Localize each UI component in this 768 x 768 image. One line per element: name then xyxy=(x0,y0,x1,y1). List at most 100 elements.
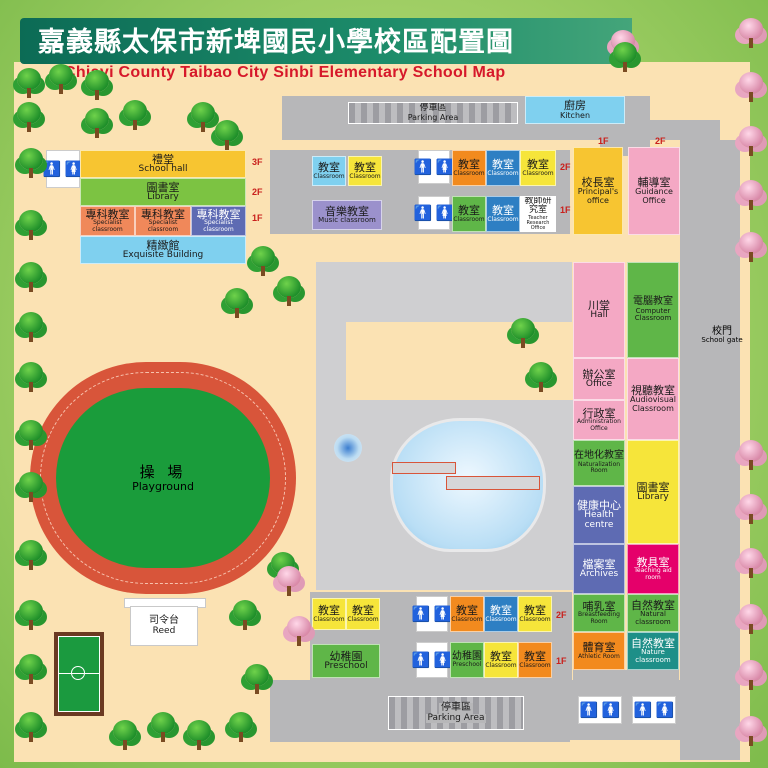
principals-office[interactable]: 校長室 Principal's office xyxy=(573,147,623,235)
guidance-label-zh: 輔導室 xyxy=(637,175,671,189)
administration-office[interactable]: 行政室 Administration Office xyxy=(573,400,625,440)
health-centre[interactable]: 健康中心 Health centre xyxy=(573,486,625,544)
classroom-n7-label-zh: 教室 xyxy=(492,204,514,218)
audiovisual-classroom[interactable]: 視聽教室 Audiovisual Classroom xyxy=(627,358,679,440)
athletic-room[interactable]: 體育室 Athletic Room xyxy=(573,632,625,670)
small-fountain xyxy=(334,434,362,462)
naturalization-room[interactable]: 在地化教室 Naturalization Room xyxy=(573,440,625,486)
male-restroom-icon: 🚹 xyxy=(42,160,62,178)
breastfeeding-room[interactable]: 哺乳室 Breastfeeding Room xyxy=(573,594,625,632)
athletic-label-zh: 體育室 xyxy=(582,641,616,655)
restroom-south-upper[interactable]: 🚹🚺 xyxy=(412,596,452,632)
guidance-label-en: Guidance Office xyxy=(635,187,673,205)
teacher-research-office[interactable]: 教師研究室 Teacher Research Office xyxy=(520,196,556,232)
specialist-classroom-2[interactable]: 專科教室 Specialist classroom xyxy=(135,206,191,236)
teaching-aid-room[interactable]: 教具室 Teaching aid room xyxy=(627,544,679,594)
classroom-n4[interactable]: 教室 Classroom xyxy=(486,150,520,186)
floor-1f-south: 1F xyxy=(556,656,567,666)
restroom-east-1[interactable]: 🚹🚺 xyxy=(578,696,622,724)
classroom-s3-label-en: Classroom xyxy=(451,615,483,623)
teaching-aid-label-zh: 教具室 xyxy=(636,555,670,569)
restroom-west[interactable]: 🚹🚺 xyxy=(42,150,83,188)
preschool-classroom[interactable]: 幼稚園 Preschool xyxy=(450,642,484,678)
classroom-s1[interactable]: 教室 Classroom xyxy=(312,598,346,630)
classroom-s6-label-zh: 教室 xyxy=(490,650,512,664)
reed-label-en: Reed xyxy=(152,625,176,636)
classroom-s2-label-en: Classroom xyxy=(347,615,379,623)
teacher-research-label-zh: 教師研究室 xyxy=(524,196,552,216)
classroom-n7[interactable]: 教室 Classroom xyxy=(486,196,520,232)
specialist-2-label-zh: 專科教室 xyxy=(141,207,185,221)
classroom-s5-label-en: Classroom xyxy=(519,615,551,623)
fountain-bridge xyxy=(392,462,456,474)
court-circle xyxy=(71,666,85,680)
specialist-classroom-1[interactable]: 專科教室 Specialist classroom xyxy=(80,206,135,236)
classroom-n1[interactable]: 教室 Classroom xyxy=(312,156,346,186)
east-drive xyxy=(680,140,740,760)
music-classroom[interactable]: 音樂教室 Music classroom xyxy=(312,200,382,230)
classroom-s6[interactable]: 教室 Classroom xyxy=(484,642,518,678)
archives-label-zh: 檔案室 xyxy=(582,557,616,571)
archives[interactable]: 檔案室 Archives xyxy=(573,544,625,594)
kitchen[interactable]: 廚房 Kitchen xyxy=(525,96,625,124)
classroom-n5-label-en: Classroom xyxy=(522,169,554,177)
nature-classroom-label-zh: 自然教室 xyxy=(631,636,675,650)
preschool[interactable]: 幼稚園 Preschool xyxy=(312,644,380,678)
classroom-n3[interactable]: 教室 Classroom xyxy=(452,150,486,186)
library-west[interactable]: 圖書室 Library xyxy=(80,178,246,206)
classroom-n5[interactable]: 教室 Classroom xyxy=(520,150,556,186)
nature-classroom[interactable]: 自然教室 Nature classroom xyxy=(627,632,679,670)
classroom-s5[interactable]: 教室 Classroom xyxy=(518,596,552,632)
floor-1f-east: 1F xyxy=(598,136,609,146)
classroom-n7-label-en: Classroom xyxy=(487,215,519,223)
hall[interactable]: 川堂 Hall xyxy=(573,262,625,358)
classroom-s5-label-zh: 教室 xyxy=(524,604,546,618)
tree-icon xyxy=(510,318,536,348)
preschool-label-en: Preschool xyxy=(324,661,368,672)
natural-classroom-label-en: Natural classroom xyxy=(635,610,671,626)
tree-icon xyxy=(18,312,44,342)
restroom-north-lower[interactable]: 🚹🚺 xyxy=(414,196,454,230)
classroom-s7[interactable]: 教室 Classroom xyxy=(518,642,552,678)
library-east[interactable]: 圖書室 Library xyxy=(627,440,679,544)
office[interactable]: 辦公室 Office xyxy=(573,358,625,400)
female-restroom-icon: 🚺 xyxy=(435,158,455,176)
classroom-s3-label-zh: 教室 xyxy=(456,604,478,618)
classroom-s1-label-en: Classroom xyxy=(313,615,345,623)
classroom-s3[interactable]: 教室 Classroom xyxy=(450,596,484,632)
female-restroom-icon: 🚺 xyxy=(433,605,453,623)
classroom-s2-label-zh: 教室 xyxy=(352,604,374,618)
exquisite-label-zh: 精緻館 xyxy=(146,238,180,252)
reed-stage[interactable]: 司令台 Reed xyxy=(130,606,198,646)
restroom-south-lower[interactable]: 🚹🚺 xyxy=(412,642,452,678)
guidance-office[interactable]: 輔導室 Guidance Office xyxy=(628,147,680,235)
playground-field xyxy=(56,388,270,568)
classroom-s4[interactable]: 教室 Classroom xyxy=(484,596,518,632)
natural-classroom[interactable]: 自然教室 Natural classroom xyxy=(627,594,679,632)
school-gate-label[interactable]: 校門 School gate xyxy=(700,326,744,345)
male-restroom-icon: 🚹 xyxy=(579,701,599,719)
health-label-en: Health centre xyxy=(584,510,614,530)
restroom-north-upper[interactable]: 🚹🚺 xyxy=(414,150,454,184)
specialist-classroom-3[interactable]: 專科教室 Specialist classroom xyxy=(191,206,246,236)
classroom-s2[interactable]: 教室 Classroom xyxy=(346,598,380,630)
specialist-1-label-en: Specialist classroom xyxy=(92,219,123,233)
natural-classroom-label-zh: 自然教室 xyxy=(631,598,675,612)
parking-top-label-zh: 停車區 xyxy=(419,103,447,114)
male-restroom-icon: 🚹 xyxy=(411,651,431,669)
library-west-label-en: Library xyxy=(147,192,179,203)
classroom-n6[interactable]: 教室 Classroom xyxy=(452,196,486,232)
exquisite-building[interactable]: 精緻館 Exquisite Building xyxy=(80,236,246,264)
restroom-east-2[interactable]: 🚹🚺 xyxy=(632,696,676,724)
gate-label-en: School gate xyxy=(701,336,743,344)
blossom-tree-icon xyxy=(738,180,764,210)
computer-classroom[interactable]: 電腦教室 Computer Classroom xyxy=(627,262,679,358)
floor-1f-west: 1F xyxy=(252,213,263,223)
basketball-court xyxy=(54,632,104,716)
tree-icon xyxy=(16,68,42,98)
classroom-n2[interactable]: 教室 Classroom xyxy=(348,156,382,186)
classroom-n3-label-en: Classroom xyxy=(453,169,485,177)
audiovisual-label-en: Audiovisual Classroom xyxy=(629,395,677,413)
school-hall[interactable]: 禮堂 School hall xyxy=(80,150,246,178)
